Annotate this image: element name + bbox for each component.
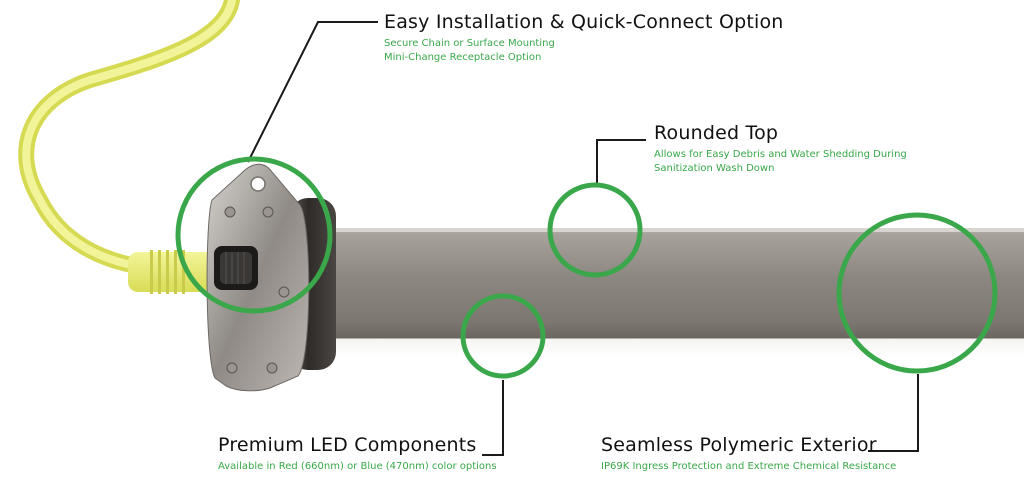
callout-rounded-top-line-2: Sanitization Wash Down <box>654 163 775 174</box>
callout-installation-line-1: Secure Chain or Surface Mounting <box>384 38 555 49</box>
callout-exterior-title: Seamless Polymeric Exterior <box>601 434 877 456</box>
callout-rounded-top-title: Rounded Top <box>654 122 779 144</box>
callout-rounded-top-line-1: Allows for Easy Debris and Water Sheddin… <box>654 149 907 160</box>
leader-led <box>482 380 504 456</box>
leader-rounded-top <box>596 139 646 184</box>
highlight-ring-led <box>460 293 546 379</box>
highlight-ring-exterior <box>836 212 998 374</box>
leader-lines <box>247 21 919 456</box>
callout-led-line-1: Available in Red (660nm) or Blue (470nm)… <box>218 461 497 472</box>
highlight-ring-rounded-top <box>547 182 643 278</box>
callout-installation-title: Easy Installation & Quick-Connect Option <box>384 11 784 33</box>
callout-led-title: Premium LED Components <box>218 434 477 456</box>
light-bar <box>320 228 1024 358</box>
mounting-plate <box>206 163 310 392</box>
leader-exterior <box>868 374 919 452</box>
callout-exterior-line-1: IP69K Ingress Protection and Extreme Che… <box>601 461 897 472</box>
highlight-ring-installation <box>175 156 333 314</box>
callout-installation-line-2: Mini-Change Receptacle Option <box>384 52 542 63</box>
cable-connector <box>128 250 216 294</box>
leader-installation <box>247 21 378 163</box>
